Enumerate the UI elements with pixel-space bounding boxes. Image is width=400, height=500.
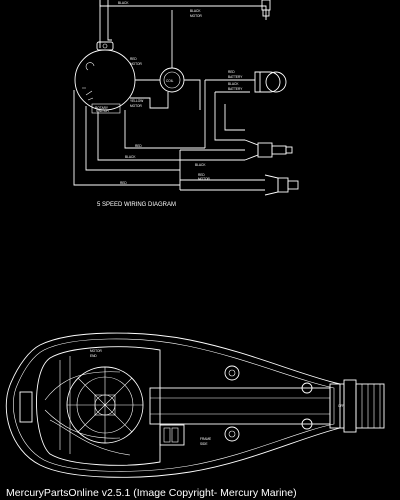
label-black-wire: BLACK (125, 155, 136, 159)
copyright-footer: MercuryPartsOnline v2.5.1 (Image Copyrig… (6, 487, 297, 499)
label-coil: COIL (166, 79, 174, 83)
motor-connector-upper (244, 139, 293, 161)
label-black-end: BLACK (195, 163, 206, 167)
diagram-title: 5 SPEED WIRING DIAGRAM (97, 202, 176, 208)
mount-bolt-lower (224, 426, 240, 442)
rotary-switch (74, 41, 136, 114)
label-black-battery-2: BATTERY (228, 87, 243, 91)
mount-bolt-upper (224, 365, 240, 381)
top-terminal-connector (261, 0, 271, 20)
label-black-motor-2: MOTOR (190, 14, 203, 18)
motor-connector-lower (264, 174, 299, 196)
tube-collar (329, 379, 385, 433)
label-yellow-motor: YELLOW (130, 99, 143, 103)
motor-assembly (66, 366, 144, 444)
label-frame-2: SIDE (200, 442, 207, 446)
label-red-end: RED (198, 173, 205, 177)
label-red-motor: RED (130, 57, 137, 61)
label-red-battery: RED (228, 70, 235, 74)
label-red-end-2: MOTOR (198, 177, 211, 181)
label-rotary-switch: ROTARY (95, 106, 109, 110)
battery-plug (254, 71, 287, 93)
label-black-motor: BLACK (190, 9, 201, 13)
label-black-battery: BLACK (228, 82, 239, 86)
motor-housing-drawing: MOTOR END OFF FRAME SIDE (5, 332, 385, 478)
label-black-top: BLACK (118, 1, 129, 5)
label-yellow-motor-2: MOTOR (130, 104, 143, 108)
label-red-battery-2: BATTERY (228, 75, 243, 79)
label-red-wire-2: RED (120, 181, 127, 185)
label-rotary-switch-2: SWITCH (96, 109, 109, 113)
label-frame: FRAME (200, 437, 211, 441)
mount-bolt-right-upper (301, 382, 313, 394)
label-motor-end-2: END (90, 354, 97, 358)
wiring-schematic: BLACK BLACK MOTOR RED MOTOR YELLOW MOTOR… (73, 0, 299, 208)
label-motor-end: MOTOR (90, 349, 103, 353)
label-off: OFF (338, 404, 344, 408)
mount-bolt-right-lower (301, 418, 313, 430)
label-red-wire-1: RED (135, 144, 142, 148)
label-red-motor-2: MOTOR (130, 62, 143, 66)
